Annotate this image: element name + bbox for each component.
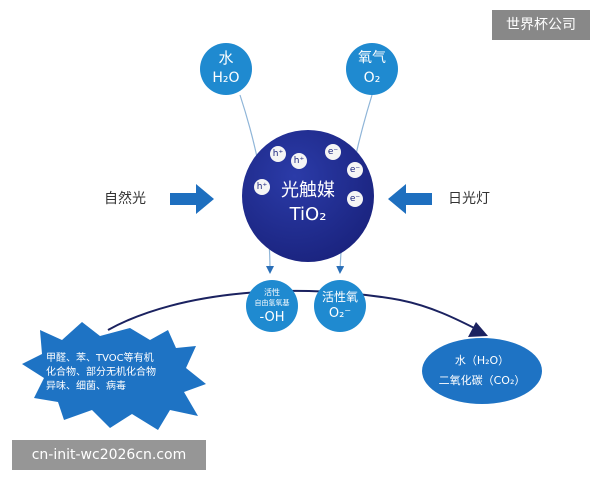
- hole-particle: [254, 179, 270, 195]
- particle-label: e⁻: [349, 165, 361, 175]
- water-formula: H₂O: [212, 70, 240, 86]
- brand-watermark: 世界杯公司: [492, 10, 590, 40]
- hydroxyl-formula: -OH: [259, 310, 285, 325]
- electron-particle: [325, 144, 341, 160]
- water-title: 水: [218, 49, 234, 67]
- particle-label: h⁺: [293, 156, 305, 166]
- hydroxyl-bubble: [246, 280, 298, 332]
- process-arrowhead: [468, 322, 488, 337]
- active-oxygen-formula: O₂⁻: [328, 306, 352, 321]
- hole-particle: [270, 146, 286, 162]
- catalyst-sphere: [242, 130, 374, 262]
- active-oxygen-title: 活性氧: [321, 290, 358, 304]
- pollutants-line: 化合物、部分无机化合物: [46, 367, 156, 378]
- electron-particle: [347, 162, 363, 178]
- url-watermark: cn-init-wc2026cn.com: [12, 440, 206, 470]
- fluorescent-light-label: 日光灯: [448, 191, 490, 207]
- catalyst-formula: TiO₂: [289, 204, 327, 225]
- pollutants-line: 甲醛、苯、TVOC等有机: [46, 353, 154, 364]
- fluorescent-light-arrow: [388, 184, 432, 214]
- particle-label: h⁺: [272, 149, 284, 159]
- oxygen-title: 氧气: [358, 50, 386, 66]
- catalyst-name: 光触媒: [281, 180, 335, 201]
- pollutants-line: 异味、细菌、病毒: [46, 381, 126, 392]
- natural-light-arrow: [170, 184, 214, 214]
- particle-label: e⁻: [349, 194, 361, 204]
- products-line2: 二氧化碳（CO₂）: [438, 374, 526, 387]
- active-oxygen-bubble: [314, 280, 366, 332]
- products-line1: 水（H₂O）: [454, 354, 510, 367]
- hydroxyl-line1: 活性: [264, 288, 280, 297]
- pollutants-starburst: [22, 322, 206, 430]
- water-bubble: [200, 43, 252, 95]
- particle-group: [254, 144, 363, 207]
- particle-label: e⁻: [327, 147, 339, 157]
- electron-particle: [347, 191, 363, 207]
- natural-light-label: 自然光: [104, 191, 146, 207]
- hole-particle: [291, 153, 307, 169]
- particle-label: h⁺: [256, 182, 268, 192]
- products-ellipse: [422, 338, 542, 404]
- oxygen-formula: O₂: [363, 70, 381, 86]
- hydroxyl-line2: 自由氢氧基: [254, 299, 290, 307]
- oxygen-bubble: [346, 43, 398, 95]
